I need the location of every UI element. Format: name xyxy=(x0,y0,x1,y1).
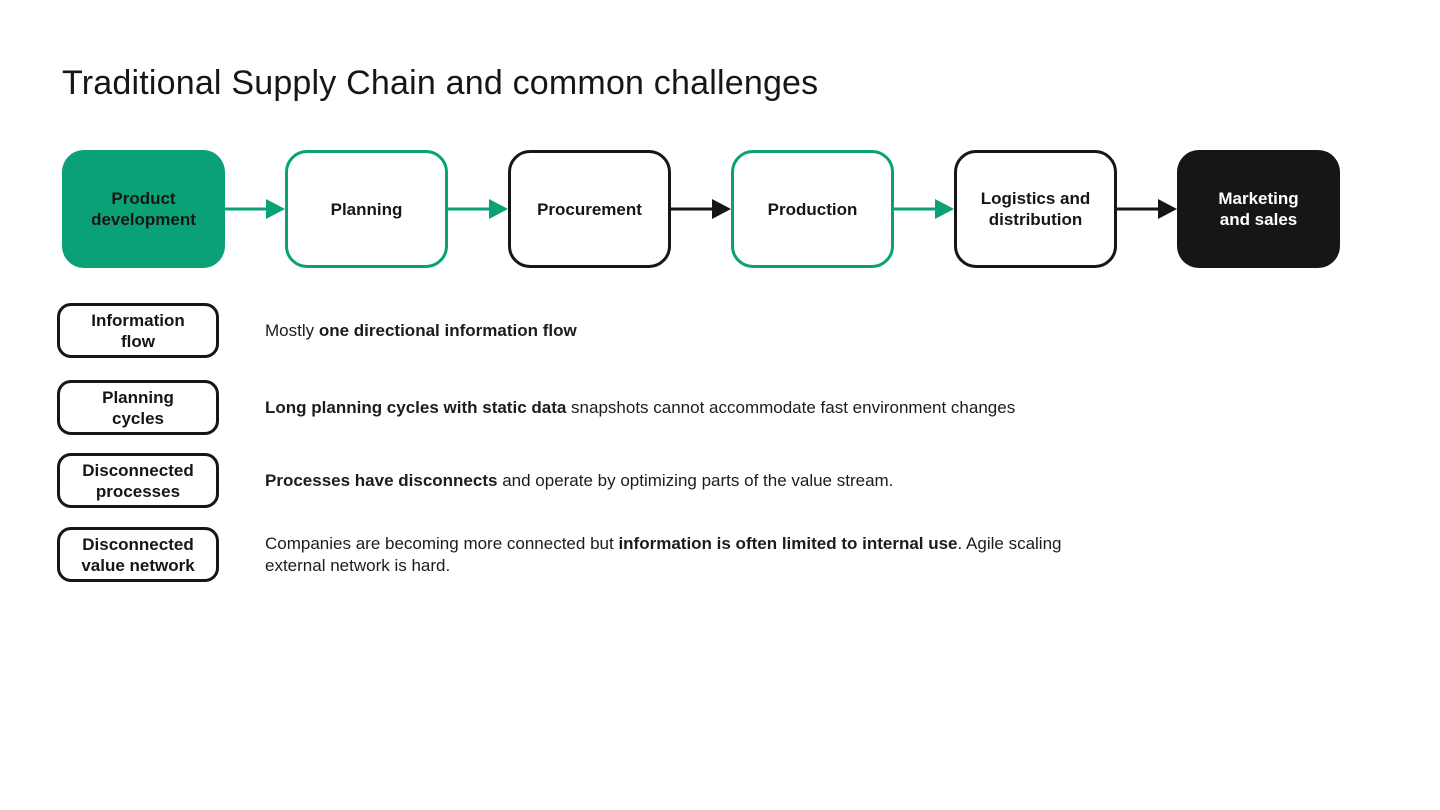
description-segment: and operate by optimizing parts of the v… xyxy=(497,470,894,490)
arrow-right-icon xyxy=(448,199,508,219)
arrow-right-icon xyxy=(225,199,285,219)
arrow-right-icon xyxy=(1117,199,1177,219)
description-segment: information is often limited to internal… xyxy=(618,533,958,553)
supply-chain-flow: Product development Planning Procurement… xyxy=(62,150,1340,268)
challenge-description-disconnected-processes: Processes have disconnects and operate b… xyxy=(265,470,893,492)
flow-box-marketing-sales: Marketing and sales xyxy=(1177,150,1340,268)
challenge-label-disconnected-value-network: Disconnected value network xyxy=(57,527,219,582)
challenges-list: Information flow Mostly one directional … xyxy=(57,303,1307,582)
challenge-description-disconnected-value-network: Companies are becoming more connected bu… xyxy=(265,533,1077,577)
challenge-description-information-flow: Mostly one directional information flow xyxy=(265,320,577,342)
flow-box-logistics-distribution: Logistics and distribution xyxy=(954,150,1117,268)
description-segment: one directional information flow xyxy=(318,320,577,340)
challenge-description-planning-cycles: Long planning cycles with static data sn… xyxy=(265,397,1015,419)
flow-box-planning: Planning xyxy=(285,150,448,268)
flow-box-production: Production xyxy=(731,150,894,268)
description-segment: . Agile scaling external network is hard… xyxy=(265,533,1062,575)
description-segment: Mostly xyxy=(265,320,319,340)
challenge-row-information-flow: Information flow Mostly one directional … xyxy=(57,303,1307,358)
description-segment: snapshots cannot accommodate fast enviro… xyxy=(566,397,1016,417)
arrow-right-icon xyxy=(671,199,731,219)
flow-box-procurement: Procurement xyxy=(508,150,671,268)
challenge-label-disconnected-processes: Disconnected processes xyxy=(57,453,219,508)
description-segment: Long planning cycles with static data xyxy=(265,397,567,417)
challenge-label-information-flow: Information flow xyxy=(57,303,219,358)
flow-box-product-development: Product development xyxy=(62,150,225,268)
challenge-row-disconnected-processes: Disconnected processes Processes have di… xyxy=(57,453,1307,508)
description-segment: Companies are becoming more connected bu… xyxy=(265,533,619,553)
challenge-row-planning-cycles: Planning cycles Long planning cycles wit… xyxy=(57,380,1307,435)
challenge-label-planning-cycles: Planning cycles xyxy=(57,380,219,435)
description-segment: Processes have disconnects xyxy=(265,470,498,490)
challenge-row-disconnected-value-network: Disconnected value network Companies are… xyxy=(57,527,1307,582)
page-title: Traditional Supply Chain and common chal… xyxy=(62,64,819,102)
arrow-right-icon xyxy=(894,199,954,219)
